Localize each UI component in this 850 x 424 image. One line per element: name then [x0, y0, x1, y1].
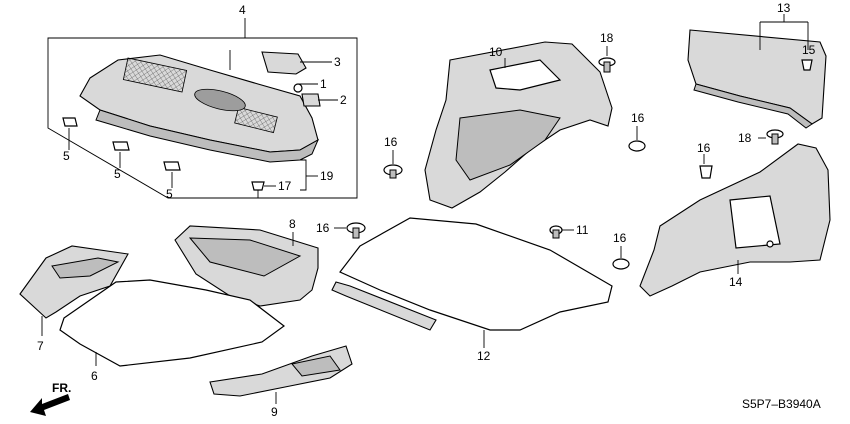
front-direction-arrow: FR. — [30, 381, 71, 416]
floor-board — [59, 279, 286, 367]
callout-3: 3 — [334, 55, 341, 69]
side-lining-left — [424, 41, 613, 209]
callout-7: 7 — [37, 339, 44, 353]
callout-6: 6 — [91, 369, 98, 383]
rear-panel-lining — [687, 14, 827, 129]
callout-5a: 5 — [63, 149, 70, 163]
direction-label: FR. — [52, 381, 71, 395]
callout-18a: 18 — [600, 31, 614, 45]
callout-16c: 16 — [697, 141, 711, 155]
trunk-floor-mat — [331, 217, 613, 348]
fastener-15 — [801, 59, 813, 71]
callout-14: 14 — [729, 275, 743, 289]
callout-8: 8 — [289, 217, 296, 231]
callout-lines-tray — [68, 50, 338, 191]
rear-tray-group — [47, 18, 358, 199]
callout-16a: 16 — [384, 135, 398, 149]
callout-15: 15 — [802, 43, 816, 57]
callout-4: 4 — [239, 3, 246, 17]
callout-16d: 16 — [316, 221, 330, 235]
fastener-16-right — [628, 126, 646, 152]
fastener-18-top — [598, 46, 616, 73]
fastener-16-right-lower — [699, 154, 713, 179]
callout-17: 17 — [278, 179, 292, 193]
callout-13: 13 — [777, 1, 791, 15]
side-lining-right — [639, 143, 831, 297]
fastener-16-left-mat — [334, 222, 366, 239]
callout-5b: 5 — [114, 167, 121, 181]
side-cover-right — [209, 345, 353, 404]
fastener-18-right — [758, 129, 784, 145]
fastener-16-lower-right — [612, 246, 630, 270]
callout-10: 10 — [489, 45, 503, 59]
callout-12: 12 — [477, 349, 491, 363]
tool-box — [174, 225, 319, 307]
fastener-11 — [549, 225, 574, 239]
callout-9: 9 — [271, 405, 278, 419]
fastener-16-mid — [383, 150, 403, 179]
callout-2: 2 — [340, 93, 347, 107]
callout-19: 19 — [320, 169, 334, 183]
callout-16b: 16 — [631, 111, 645, 125]
callout-11: 11 — [576, 223, 589, 237]
callout-1: 1 — [320, 77, 327, 91]
callout-16e: 16 — [613, 231, 627, 245]
diagram-code: S5P7–B3940A — [742, 397, 821, 411]
side-cover-left — [19, 245, 129, 336]
callout-5c: 5 — [166, 187, 173, 201]
callout-18b: 18 — [738, 131, 752, 145]
